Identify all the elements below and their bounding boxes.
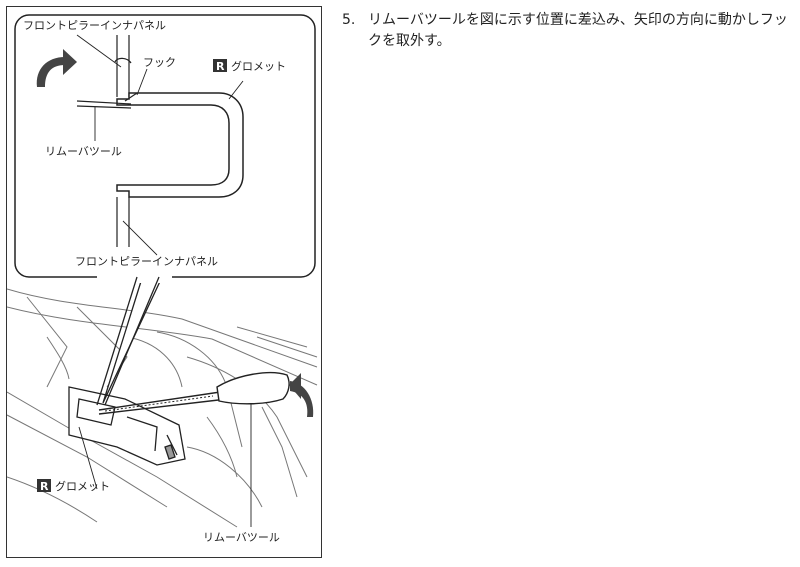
vehicle-interior-linework	[7, 288, 318, 528]
illustration-frame: フロントピラーインナパネル フック R グロメット リムーバツール フロントピラ…	[6, 6, 322, 558]
grommet-badge: R	[216, 60, 225, 73]
grommet-lower-badge: R	[40, 480, 49, 493]
instruction-step: 5. リムーバツールを図に示す位置に差込み、矢印の方向に動かしフックを取外す。	[342, 10, 792, 52]
label-grommet-lower: グロメット	[55, 479, 110, 493]
label-tool-upper: リムーバツール	[45, 145, 122, 158]
grommet-plate-lower	[68, 386, 186, 466]
removal-tool-upper	[76, 92, 138, 109]
label-grommet: グロメット	[231, 59, 286, 73]
leader-lines	[76, 34, 252, 527]
label-bottom-panel: フロントピラーインナパネル	[75, 255, 218, 268]
grommet-badge-bg	[213, 59, 227, 72]
step-number: 5.	[342, 12, 356, 28]
upper-panel-section	[114, 35, 132, 97]
removal-tool-lower	[98, 372, 290, 415]
removal-diagram: フロントピラーインナパネル フック R グロメット リムーバツール フロントピラ…	[7, 14, 318, 544]
step-text: リムーバツールを図に示す位置に差込み、矢印の方向に動かしフックを取外す。	[368, 12, 788, 49]
curved-arrow-lower-icon	[289, 373, 314, 417]
lower-panel-section	[116, 197, 130, 247]
label-top-panel: フロントピラーインナパネル	[23, 19, 166, 32]
label-hook: フック	[143, 56, 176, 69]
grommet-lower-badge-bg	[37, 479, 51, 492]
label-tool-lower: リムーバツール	[203, 531, 280, 544]
curved-arrow-upper-icon	[36, 49, 77, 87]
